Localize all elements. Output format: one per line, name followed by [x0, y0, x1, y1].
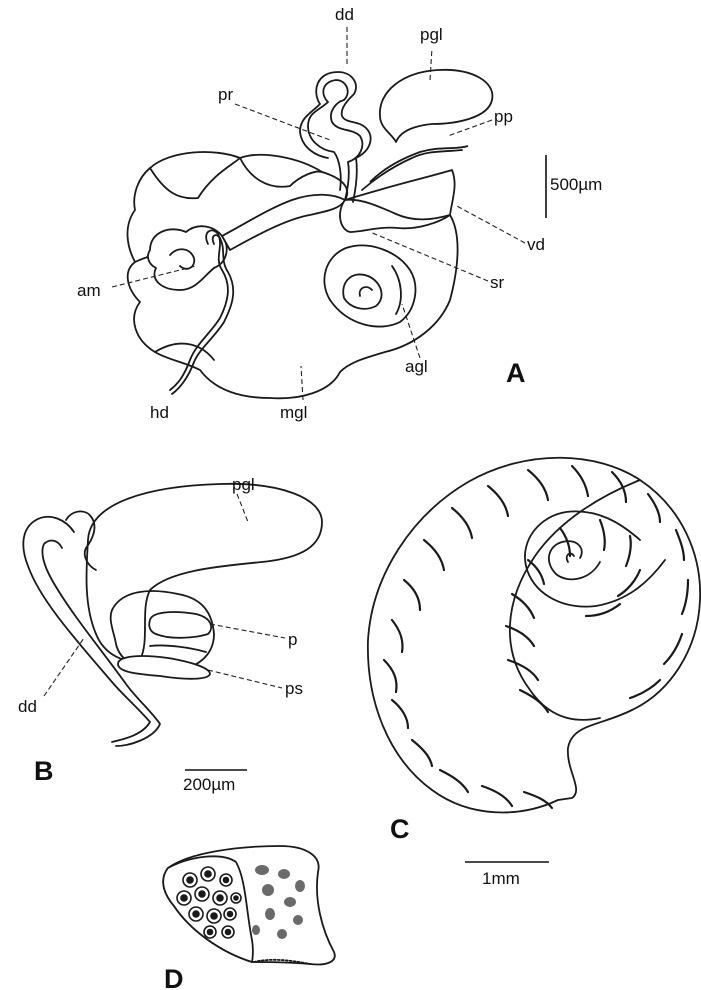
label-am: am — [77, 281, 101, 300]
lobe-upper-left — [150, 158, 240, 198]
label-mgl: mgl — [280, 403, 307, 422]
label-dd-a: dd — [335, 5, 354, 24]
label-vd: vd — [527, 235, 545, 254]
penis-sheath-b — [118, 656, 210, 679]
panel-letter-b: B — [34, 756, 54, 786]
label-p: p — [288, 630, 297, 649]
vas-deferens — [340, 200, 450, 232]
leader-sr — [370, 232, 488, 281]
panel-letter-a: A — [506, 358, 526, 388]
label-pr: pr — [218, 85, 233, 104]
scale-label-b: 200µm — [183, 775, 235, 794]
panel-a: dd pgl pr pp vd sr am agl hd mgl 500µm A — [77, 5, 602, 422]
penis-b — [149, 612, 211, 638]
panel-letter-d: D — [164, 964, 184, 990]
panel-d: D — [163, 846, 335, 990]
panel-b: pgl p ps dd 200µm B — [18, 475, 322, 794]
prostate-channel — [222, 195, 345, 250]
label-pgl-a: pgl — [420, 25, 443, 44]
penial-gland — [380, 70, 493, 142]
label-sr: sr — [490, 273, 505, 292]
shell-outer — [368, 458, 700, 813]
albumen-gland — [324, 245, 415, 326]
leader-p — [210, 624, 285, 638]
label-agl: agl — [405, 357, 428, 376]
shell-whorl-1 — [510, 480, 640, 720]
label-pgl-b: pgl — [232, 475, 255, 494]
leader-dd-b — [44, 638, 84, 696]
leader-pgl-b — [237, 494, 248, 522]
scale-label-c: 1mm — [482, 869, 520, 888]
label-hd: hd — [150, 403, 169, 422]
label-ps: ps — [285, 679, 303, 698]
leader-agl — [402, 304, 420, 358]
lobe-upper-mid — [240, 158, 322, 187]
scale-label-a: 500µm — [550, 175, 602, 194]
leader-vd — [455, 205, 525, 243]
label-dd-b: dd — [18, 697, 37, 716]
leader-pr — [235, 104, 330, 140]
shell-whorl-3 — [549, 541, 600, 579]
specimen-d-texture — [252, 865, 305, 939]
panel-letter-c: C — [390, 814, 410, 844]
label-pp: pp — [494, 107, 513, 126]
leader-ps — [208, 670, 282, 688]
shell-ribs — [384, 466, 688, 808]
panel-c: 1mm C — [368, 458, 700, 888]
shell-whorl-2 — [525, 511, 665, 606]
leader-mgl — [301, 366, 303, 400]
